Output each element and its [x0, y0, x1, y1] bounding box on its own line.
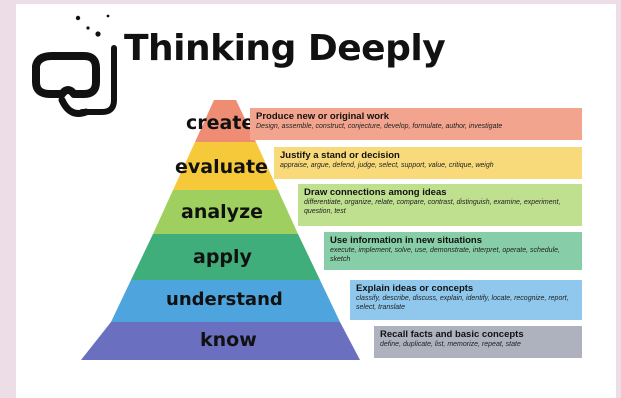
- heading-understand: Explain ideas or concepts: [356, 283, 474, 294]
- heading-know: Recall facts and basic concepts: [380, 329, 524, 340]
- tier-create: [195, 100, 256, 142]
- tier-label-understand: understand: [166, 289, 283, 310]
- pyramid: [81, 100, 360, 360]
- tier-label-evaluate: evaluate: [175, 156, 268, 178]
- description-box-analyze: Draw connections among ideas differentia…: [298, 184, 582, 226]
- description-box-know: Recall facts and basic concepts define, …: [374, 326, 582, 358]
- verbs-evaluate: appraise, argue, defend, judge, select, …: [280, 162, 494, 169]
- description-box-create: Produce new or original work Design, ass…: [250, 108, 582, 140]
- content-card: Thinking Deeply create evaluate analyze …: [16, 4, 616, 398]
- tier-apply: [131, 234, 320, 280]
- tier-evaluate: [173, 142, 278, 190]
- description-box-apply: Use information in new situations execut…: [324, 232, 582, 270]
- tier-label-analyze: analyze: [181, 201, 264, 223]
- description-box-evaluate: Justify a stand or decision appraise, ar…: [274, 147, 582, 179]
- tier-label-create: create: [186, 112, 255, 134]
- verbs-know: define, duplicate, list, memorize, repea…: [380, 341, 521, 348]
- verbs-analyze: differentiate, organize, relate, compare…: [304, 199, 561, 215]
- tier-know: [81, 322, 360, 360]
- heading-analyze: Draw connections among ideas: [304, 187, 447, 198]
- heading-apply: Use information in new situations: [330, 235, 483, 246]
- page-title: Thinking Deeply: [124, 28, 446, 69]
- verbs-apply: execute, implement, solve, use, demonstr…: [330, 247, 560, 263]
- tier-label-know: know: [200, 329, 257, 351]
- tier-analyze: [153, 190, 298, 234]
- tier-understand: [111, 280, 340, 322]
- heading-evaluate: Justify a stand or decision: [280, 150, 400, 161]
- verbs-understand: classify, describe, discuss, explain, id…: [356, 295, 569, 311]
- verbs-create: Design, assemble, construct, conjecture,…: [256, 123, 503, 130]
- heading-create: Produce new or original work: [256, 111, 390, 122]
- tier-label-apply: apply: [193, 246, 252, 268]
- snorkel-mask-icon: [28, 8, 124, 133]
- description-box-understand: Explain ideas or concepts classify, desc…: [350, 280, 582, 320]
